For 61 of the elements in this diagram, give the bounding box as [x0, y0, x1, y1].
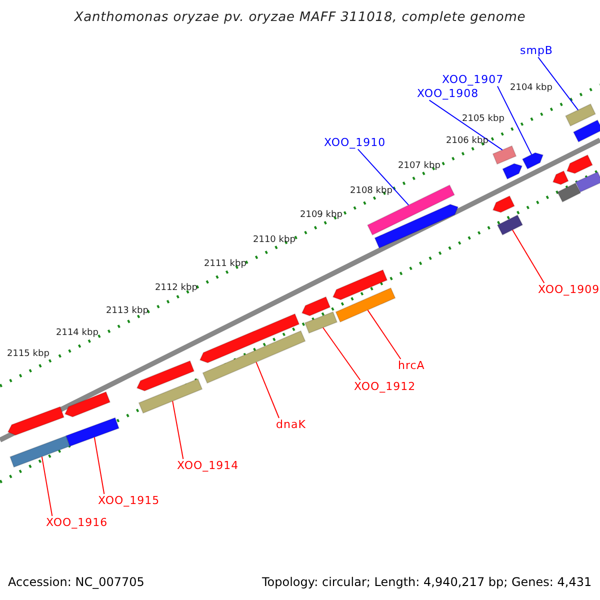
scale-label: 2112 kbp	[155, 283, 198, 294]
scale-label: 2111 kbp	[204, 259, 246, 270]
gene-label: XOO_1909	[538, 283, 600, 296]
gene-bar	[556, 182, 582, 203]
gene-bar	[202, 330, 306, 384]
leader-line	[428, 100, 503, 150]
gene-feature	[199, 313, 300, 364]
title: Xanthomonas oryzae pv. oryzae MAFF 311018, complete genome	[73, 10, 527, 26]
scale-label: 2105 kbp	[462, 114, 504, 125]
gene-feature	[301, 296, 331, 316]
gene-bar	[335, 287, 396, 323]
gene-feature	[136, 360, 195, 392]
leader-line	[367, 310, 402, 360]
scale-label: 2106 kbp	[446, 136, 488, 147]
gene-feature	[492, 195, 516, 213]
scale-label: 2109 kbp	[300, 210, 342, 221]
gene-label: XOO_1910	[324, 136, 386, 150]
footer-text: Topology: circular; Length: 4,940,217 bp; Genes: 4,431	[262, 575, 592, 590]
gene-feature	[552, 170, 569, 186]
leader-line	[357, 148, 410, 206]
footer-text: Accession: NC_007705	[8, 575, 144, 590]
gene-feature	[332, 269, 388, 300]
leader-line	[94, 436, 105, 494]
gene-label: XOO_1914	[177, 459, 239, 472]
gene-label: XOO_1907	[442, 73, 504, 86]
scale-label: 2107 kbp	[398, 161, 440, 172]
gene-bar	[572, 119, 600, 143]
gene-bar	[9, 435, 71, 468]
leader-line	[172, 400, 184, 460]
scale-label: 2114 kbp	[56, 328, 98, 339]
scale-label: 2108 kbp	[350, 186, 392, 197]
scale-label: 2113 kbp	[106, 306, 148, 317]
gene-label: XOO_1916	[46, 516, 108, 530]
gene-label: XOO_1915	[98, 494, 160, 508]
scale-label: 2115 kbp	[7, 349, 50, 360]
gene-bar	[65, 417, 120, 447]
gene-bar	[304, 311, 338, 334]
gene-bar	[138, 378, 203, 414]
leader-line	[256, 362, 280, 418]
gene-feature	[64, 391, 111, 418]
gene-bar	[564, 103, 596, 127]
scale-label: 2110 kbp	[253, 235, 296, 246]
gene-label: dnaK	[276, 418, 306, 432]
gene-feature	[566, 154, 594, 174]
scale-label: 2104 kbp	[510, 83, 552, 94]
gene-feature	[7, 406, 65, 436]
gene-label: XOO_1912	[354, 380, 416, 394]
gene-label: hrcA	[398, 359, 425, 372]
gene-feature	[522, 152, 544, 170]
leader-line	[41, 456, 53, 516]
gene-feature	[374, 204, 459, 249]
gene-label: smpB	[520, 44, 553, 58]
gene-bar	[575, 171, 600, 193]
leader-line	[512, 229, 545, 284]
leader-line	[538, 56, 579, 111]
gene-bar	[492, 145, 517, 165]
gene-bar	[496, 214, 524, 236]
leader-line	[322, 327, 361, 380]
leader-line	[497, 86, 532, 156]
gene-label: XOO_1908	[417, 87, 479, 100]
gene-feature	[502, 163, 523, 180]
